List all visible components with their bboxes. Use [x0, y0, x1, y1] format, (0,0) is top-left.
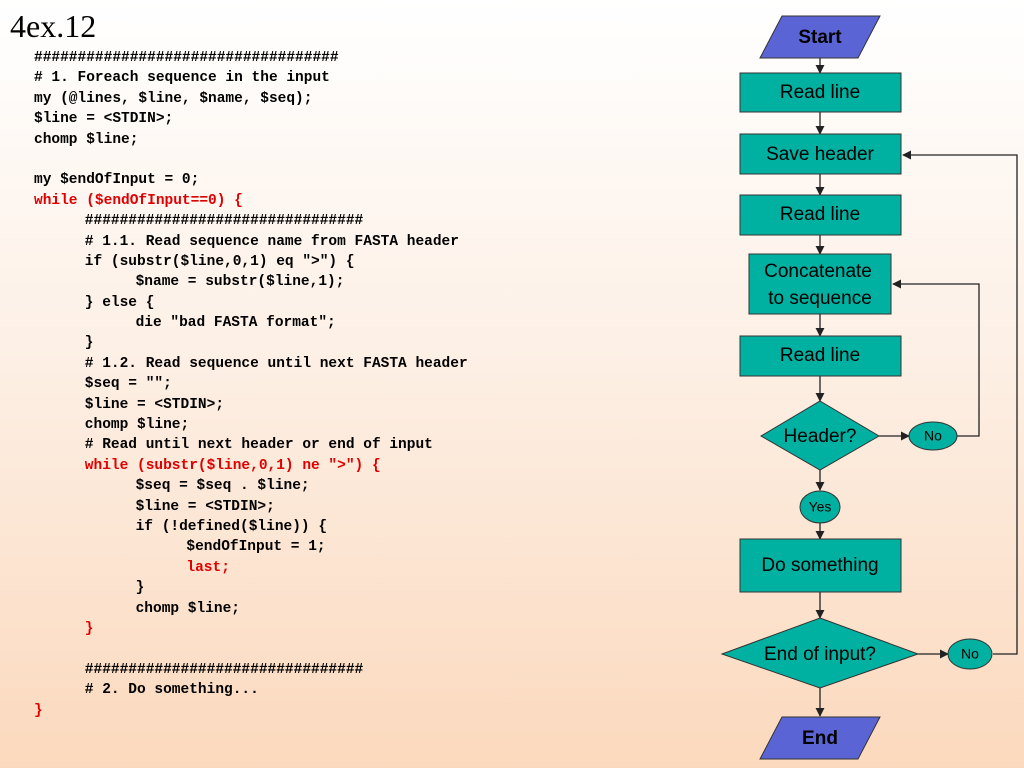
- code-line: }: [84, 620, 94, 637]
- loop-no-to-save-header: [902, 150, 1018, 655]
- code-line: $seq = $seq . $line;: [135, 478, 310, 495]
- code-line: }: [135, 580, 145, 597]
- code-line: # Read until next header or end of input: [84, 437, 433, 454]
- code-line: chomp $line;: [135, 600, 241, 617]
- flow-connectors: [815, 58, 1018, 717]
- yes-node: Yes: [799, 490, 841, 524]
- code-line: $line = <STDIN>;: [84, 396, 225, 413]
- code-line: }: [34, 702, 43, 719]
- no-label-2: No: [961, 646, 979, 662]
- code-line: # 2. Do something...: [84, 682, 259, 699]
- code-line: chomp $line;: [84, 417, 190, 434]
- code-line: $endOfInput = 1;: [186, 539, 326, 556]
- code-line: $name = substr($line,1);: [135, 274, 345, 291]
- code-line: ###################################: [34, 50, 339, 66]
- save-header-label: Save header: [766, 144, 874, 165]
- slide-title: 4ex.12: [10, 8, 97, 44]
- end-of-input-decision-node: End of input?: [720, 617, 920, 689]
- no-node-2: No: [947, 638, 993, 670]
- code-line: # 1. Foreach sequence in the input: [34, 70, 330, 87]
- code-line: # 1.1. Read sequence name from FASTA hea…: [84, 233, 459, 250]
- start-node: Start: [759, 15, 881, 59]
- header-decision-label: Header?: [784, 426, 857, 447]
- read-line-label-2: Read line: [780, 204, 860, 225]
- do-something-label: Do something: [761, 555, 878, 576]
- code-line: $seq = "";: [84, 376, 172, 393]
- header-decision-node: Header?: [760, 400, 880, 471]
- code-block: ################################### # 1. …: [34, 48, 468, 721]
- code-line: if (substr($line,0,1) eq ">") {: [84, 253, 355, 270]
- code-line: die "bad FASTA format";: [135, 315, 336, 332]
- loop-no-to-concatenate: [892, 279, 980, 437]
- yes-label: Yes: [809, 499, 832, 515]
- code-line: ################################: [84, 661, 364, 678]
- concatenate-label-line-1: Concatenate: [764, 261, 872, 282]
- end-label: End: [802, 728, 838, 749]
- concatenate-label-line-2: to sequence: [768, 288, 872, 309]
- read-line-node-1: Read line: [739, 72, 902, 113]
- read-line-node-2: Read line: [739, 194, 902, 236]
- no-label-1: No: [924, 428, 942, 444]
- code-line: while ($endOfInput==0) {: [34, 192, 243, 209]
- no-node-1: No: [908, 421, 958, 451]
- read-line-label-1: Read line: [780, 82, 860, 103]
- code-line: } else {: [84, 294, 155, 311]
- start-label: Start: [798, 27, 842, 48]
- read-line-node-3: Read line: [739, 335, 902, 377]
- code-line: while (substr($line,0,1) ne ">") {: [84, 457, 381, 474]
- code-line: my $endOfInput = 0;: [34, 172, 200, 189]
- start-parallelogram: [759, 15, 881, 59]
- code-line: ################################: [84, 213, 364, 230]
- end-node: End: [759, 716, 881, 760]
- code-line: # 1.2. Read sequence until next FASTA he…: [84, 355, 468, 372]
- end-parallelogram: [759, 716, 881, 760]
- end-of-input-label: End of input?: [764, 644, 876, 665]
- code-line: my (@lines, $line, $name, $seq);: [34, 90, 313, 107]
- code-line: last;: [186, 559, 230, 576]
- code-line: $line = <STDIN>;: [34, 111, 174, 128]
- read-line-label-3: Read line: [780, 345, 860, 366]
- code-line: }: [84, 335, 94, 352]
- code-line: if (!defined($line)) {: [135, 518, 328, 535]
- code-line: chomp $line;: [34, 131, 139, 148]
- concatenate-node: Concatenate to sequence: [748, 253, 892, 315]
- code-line: $line = <STDIN>;: [135, 498, 275, 515]
- save-header-node: Save header: [739, 133, 902, 175]
- do-something-node: Do something: [739, 538, 902, 593]
